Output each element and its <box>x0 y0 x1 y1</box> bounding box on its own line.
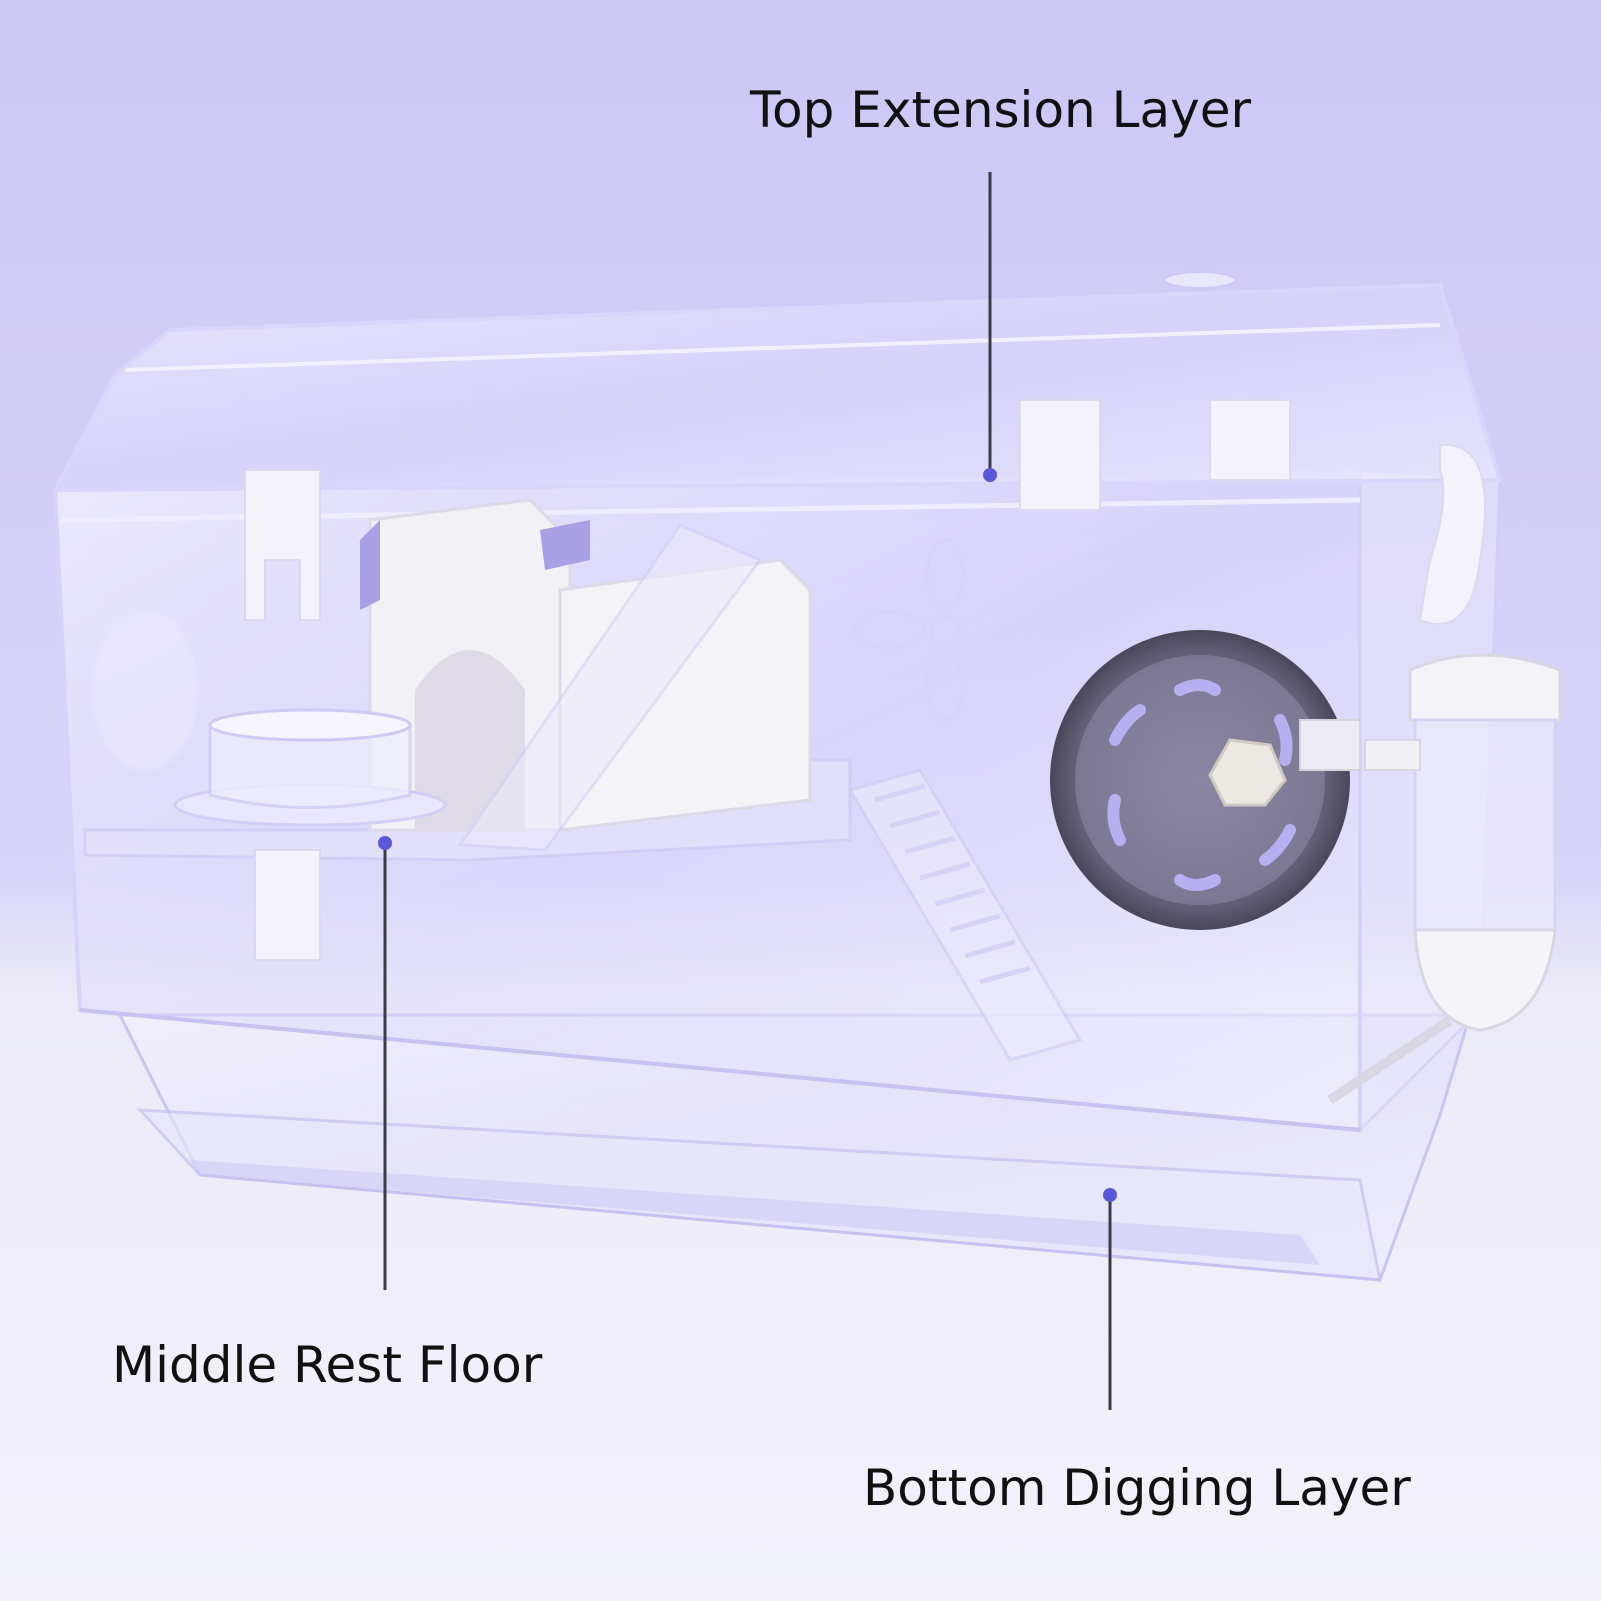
exercise-wheel-icon <box>1050 630 1361 930</box>
leader-dots <box>378 468 1117 1202</box>
flower-decoration <box>853 538 1037 722</box>
label-middle-rest-floor: Middle Rest Floor <box>112 1336 543 1394</box>
leader-lines <box>383 172 1112 1410</box>
cage-clips <box>244 399 1486 961</box>
ladder-icon <box>847 768 1083 1062</box>
food-bowl-icon <box>173 708 447 827</box>
oval-door <box>91 608 199 772</box>
water-bottle-icon <box>1327 653 1562 1105</box>
label-bottom-digging-layer: Bottom Digging Layer <box>863 1459 1411 1517</box>
top-extension-lid <box>51 271 1503 493</box>
label-top-extension-layer: Top Extension Layer <box>750 81 1252 139</box>
ramp <box>457 523 763 852</box>
